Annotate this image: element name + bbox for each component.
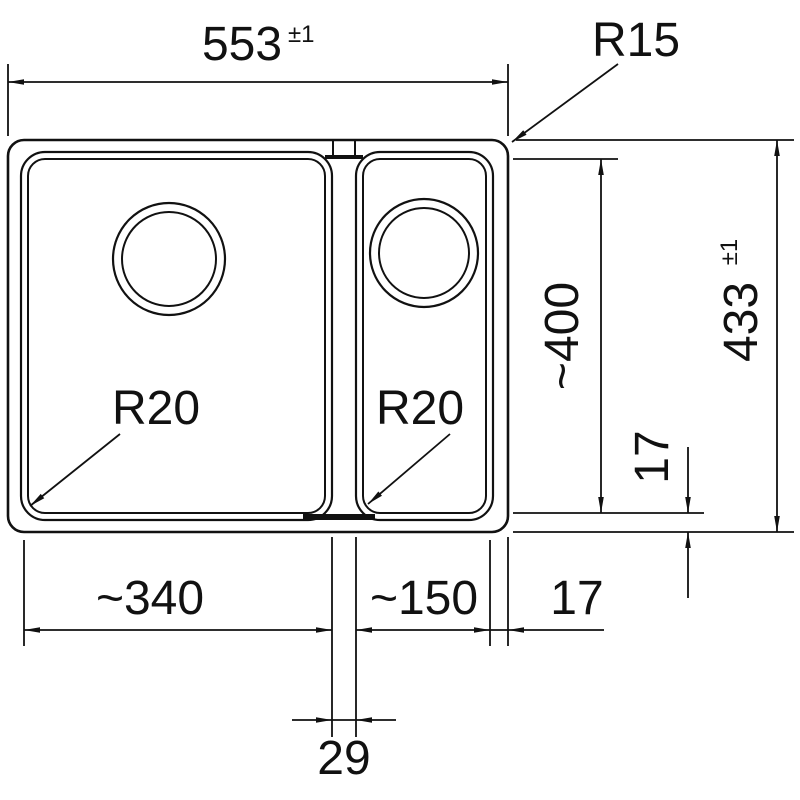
dim-overall-height — [513, 139, 794, 533]
dim-divider-width-label: 29 — [317, 732, 370, 785]
sink-body — [6, 138, 510, 534]
small-drain-outer — [368, 197, 480, 309]
large-bowl-inner — [27, 158, 326, 514]
dim-inner-depth-label: ~400 — [536, 282, 589, 390]
dim-bottom-rim-label: 17 — [626, 430, 679, 483]
dim-overall-width — [7, 64, 509, 136]
bowl-radius-leader-large — [29, 433, 121, 507]
small-bowl-inner — [362, 158, 487, 514]
dim-overall-height-label: 433 — [715, 282, 768, 362]
sink-outline — [6, 138, 510, 534]
bowl-radius-callout-large: R20 — [112, 382, 200, 435]
corner-radius-callout: R15 — [592, 14, 680, 67]
dim-overall-height-tolerance: ±1 — [716, 239, 743, 266]
large-drain-inner — [121, 211, 217, 307]
dim-right-rim-label: 17 — [550, 572, 603, 625]
dim-large-bowl-width-label: ~340 — [96, 572, 204, 625]
dim-overall-width-tolerance: ±1 — [288, 21, 315, 48]
dim-small-bowl-width-label: ~150 — [370, 572, 478, 625]
corner-radius-leader — [511, 63, 619, 143]
dim-inner-depth — [513, 158, 704, 514]
bowl-radius-leader-small — [367, 433, 451, 505]
large-drain-outer — [111, 201, 227, 317]
small-drain-inner — [378, 207, 470, 299]
bowl-radius-callout-small: R20 — [376, 382, 464, 435]
large-bowl-outer — [19, 150, 334, 522]
dim-bottom-row — [23, 537, 604, 737]
small-bowl-outer — [354, 150, 495, 522]
dim-overall-width-label: 553 — [202, 18, 282, 71]
